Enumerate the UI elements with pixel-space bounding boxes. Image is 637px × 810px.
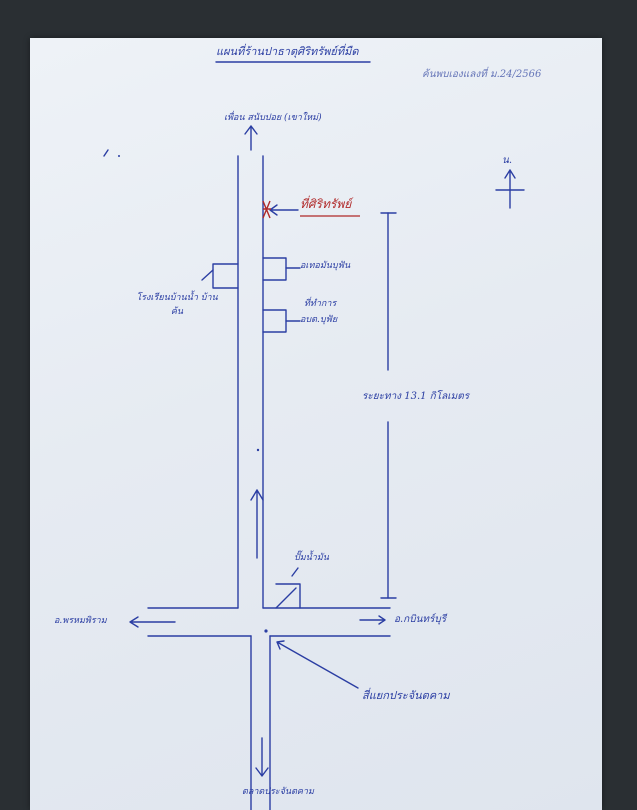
- bottom-arrow: [255, 737, 269, 777]
- top-destination-label: เพื่อน สนับปอย (เขาใหม่): [224, 113, 322, 123]
- map-title: แผนที่ร้านปาธาตุศิริทรัพย์ที่มืด: [216, 45, 359, 58]
- shop-1-label: อเทอมันบุฟัน: [300, 261, 351, 271]
- gas-station-leader: [291, 567, 299, 577]
- market-left-label: โรงเรียนบ้านน้ำ บ้านค้น: [136, 293, 218, 317]
- north-arrow: [495, 169, 525, 209]
- intersection-label: สี่แยกประจันตคาม: [362, 689, 450, 702]
- store-arrow: [269, 204, 299, 216]
- shop-2-label-line1: ที่ทำการ: [304, 299, 337, 309]
- store-label: ที่ศิริทรัพย์: [300, 197, 352, 211]
- shop-1-box: [262, 257, 287, 281]
- shop-2-box: [262, 309, 287, 333]
- pen-mark: [103, 149, 109, 157]
- left-destination-label: อ.พรหมพิราม: [54, 616, 107, 626]
- store-marker-icon: [262, 200, 271, 219]
- market-left-leader: [201, 269, 214, 281]
- right-arrow: [359, 615, 386, 625]
- intersection-arrow: [276, 640, 359, 689]
- bottom-destination-label: ตลาดประจันตคาม: [242, 787, 314, 797]
- northbound-arrow: [250, 489, 264, 559]
- top-arrow: [244, 125, 258, 151]
- shop-2-label-line2: อบต.บุฟัย: [300, 315, 338, 325]
- gas-station-box: [275, 583, 301, 609]
- north-label: น.: [502, 155, 513, 166]
- market-left-box: [212, 263, 239, 289]
- left-arrow: [129, 616, 176, 628]
- distance-label: ระยะทาง 13.1 กิโลเมตร: [362, 391, 470, 402]
- gas-station-label: ปั๊มน้ำมัน: [294, 553, 329, 563]
- map-paper: แผนที่ร้านปาธาตุศิริทรัพย์ที่มืด ค้นพบเอ…: [30, 38, 602, 810]
- date-note: ค้นพบเองแลงที่ ม.24/2566: [422, 69, 542, 80]
- right-destination-label: อ.กบินทร์บุรี: [394, 614, 447, 625]
- map-drawing: [103, 61, 525, 810]
